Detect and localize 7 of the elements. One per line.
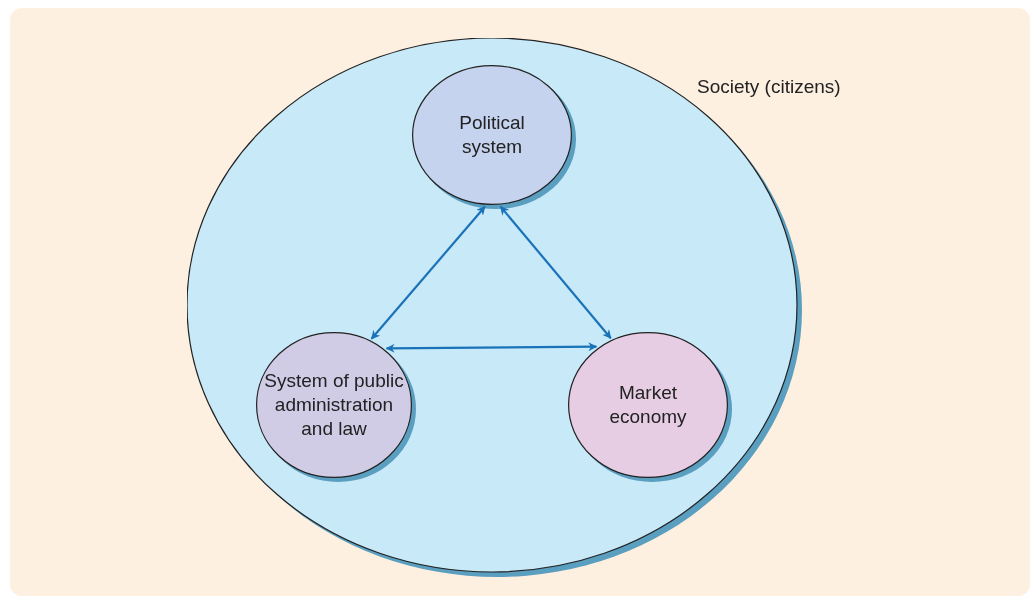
node-label: Society (citizens) bbox=[697, 75, 841, 99]
double-arrow bbox=[370, 206, 486, 340]
double-arrow bbox=[499, 205, 612, 339]
node-label: Market economy bbox=[608, 381, 688, 429]
node-label: Political system bbox=[458, 111, 526, 159]
node-label: System of public administration and law bbox=[264, 369, 404, 441]
double-arrow bbox=[385, 342, 598, 353]
